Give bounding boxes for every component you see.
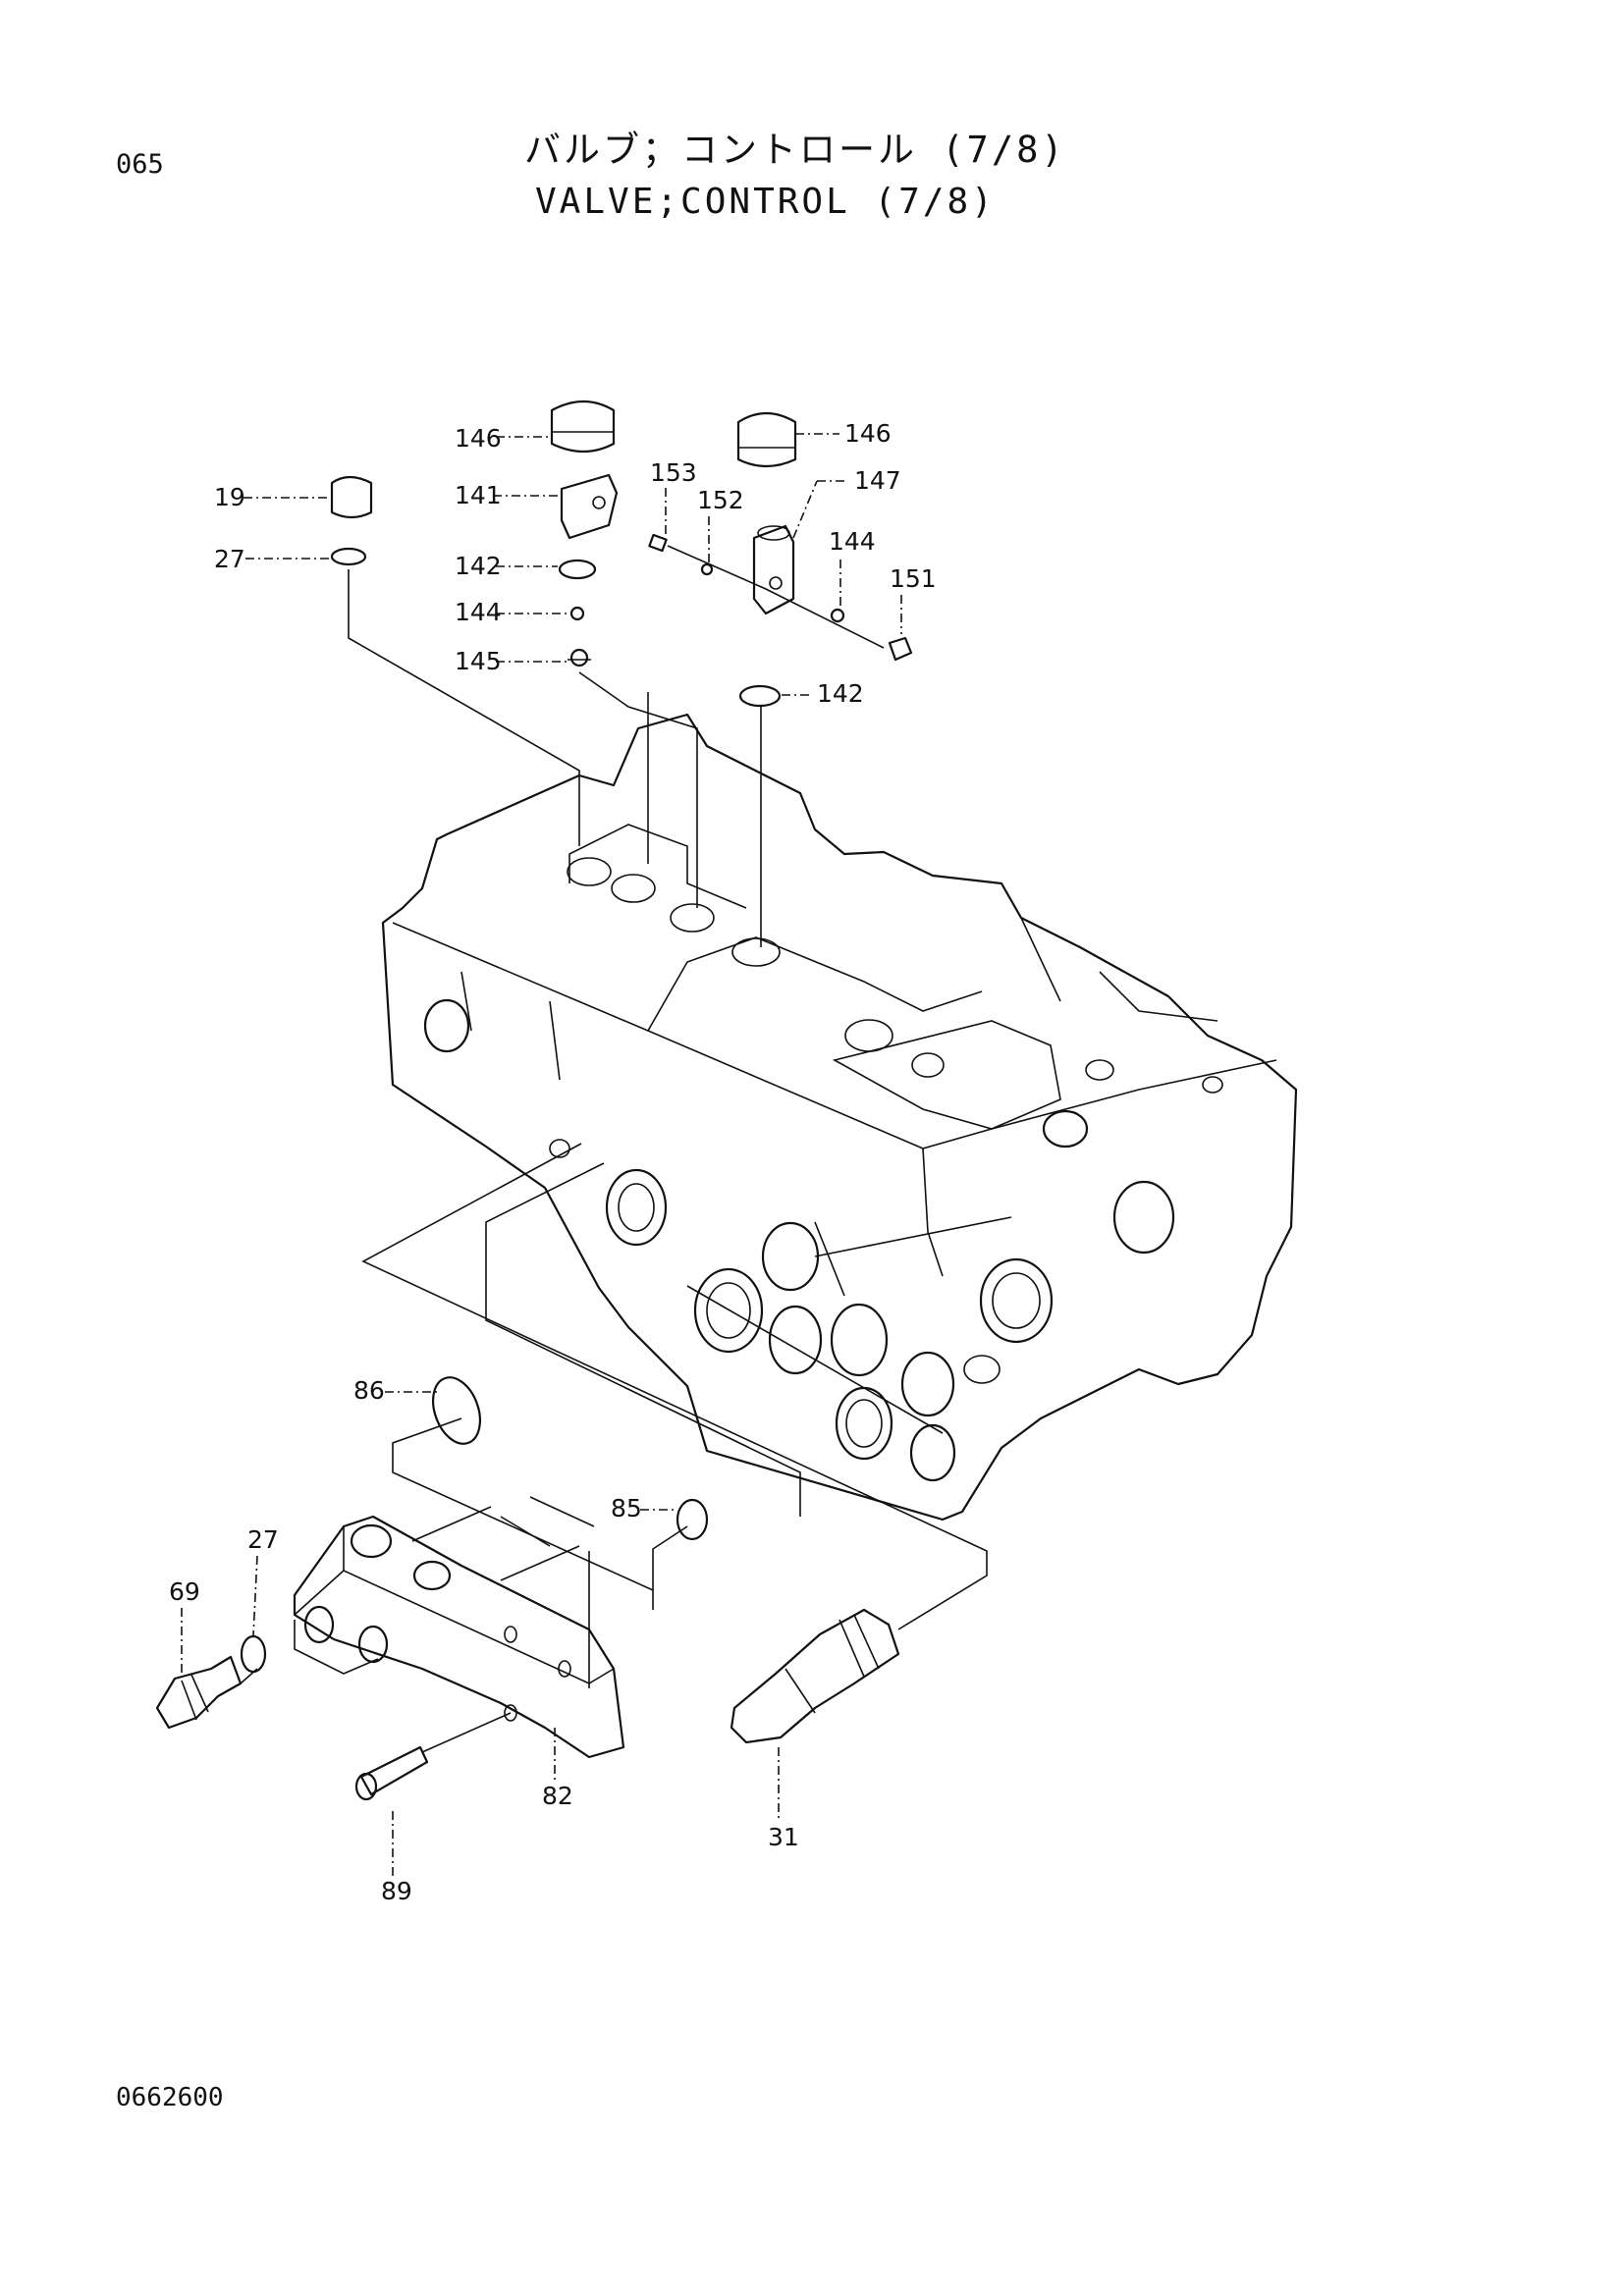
o-ring-27-top [330,547,367,566]
callout-151: 151 [890,564,937,593]
cover-82 [293,1515,625,1759]
callout-146-right: 146 [844,419,892,448]
callout-142-right: 142 [817,679,864,708]
callouts: 146 146 141 142 144 145 19 27 153 152 14… [169,419,937,1905]
valve-147 [752,524,795,615]
o-ring-85 [676,1498,709,1541]
o-ring-142-right [738,684,782,708]
bolt-89 [354,1745,429,1801]
callout-31: 31 [768,1823,799,1851]
callout-86: 86 [353,1376,385,1405]
callout-89: 89 [381,1877,412,1905]
assembly-lines-bottom [240,1143,988,1753]
plug-146-left [550,400,616,454]
callout-152: 152 [697,486,744,514]
relief-valve-69 [155,1655,243,1730]
callout-144-right: 144 [829,527,876,556]
callout-144-left: 144 [455,598,502,626]
title-english: VALVE;CONTROL (7/8) [535,182,996,222]
drawing-number: 0662600 [116,2083,224,2112]
callout-145: 145 [455,647,502,675]
callout-85: 85 [611,1494,642,1522]
ball-144-left [569,606,585,621]
spring-152 [700,562,714,576]
title-japanese: バルブ；コントロール (7/8) [524,129,1066,171]
screw-153 [648,533,668,553]
callout-69: 69 [169,1577,200,1606]
callout-153: 153 [650,458,697,487]
assembly-lines-top [348,545,885,947]
callout-27-top: 27 [214,545,245,573]
callout-27-bottom: 27 [247,1525,279,1554]
o-ring-86 [432,1376,481,1445]
valve-body [381,713,1298,1522]
page-number: 065 [116,149,164,180]
callout-19: 19 [214,483,245,511]
part-145 [568,648,591,667]
plug-151 [888,636,913,662]
plug-19 [330,475,373,519]
valve-31 [730,1608,900,1744]
valve-141 [560,473,619,540]
o-ring-27-bottom [240,1634,267,1674]
callout-142-left: 142 [455,552,502,580]
o-ring-142-left [558,559,597,580]
callout-147: 147 [854,466,901,495]
ball-144-right [830,608,845,623]
callout-82: 82 [542,1782,573,1810]
plug-146-right [736,412,797,468]
callout-146-left: 146 [455,424,502,453]
